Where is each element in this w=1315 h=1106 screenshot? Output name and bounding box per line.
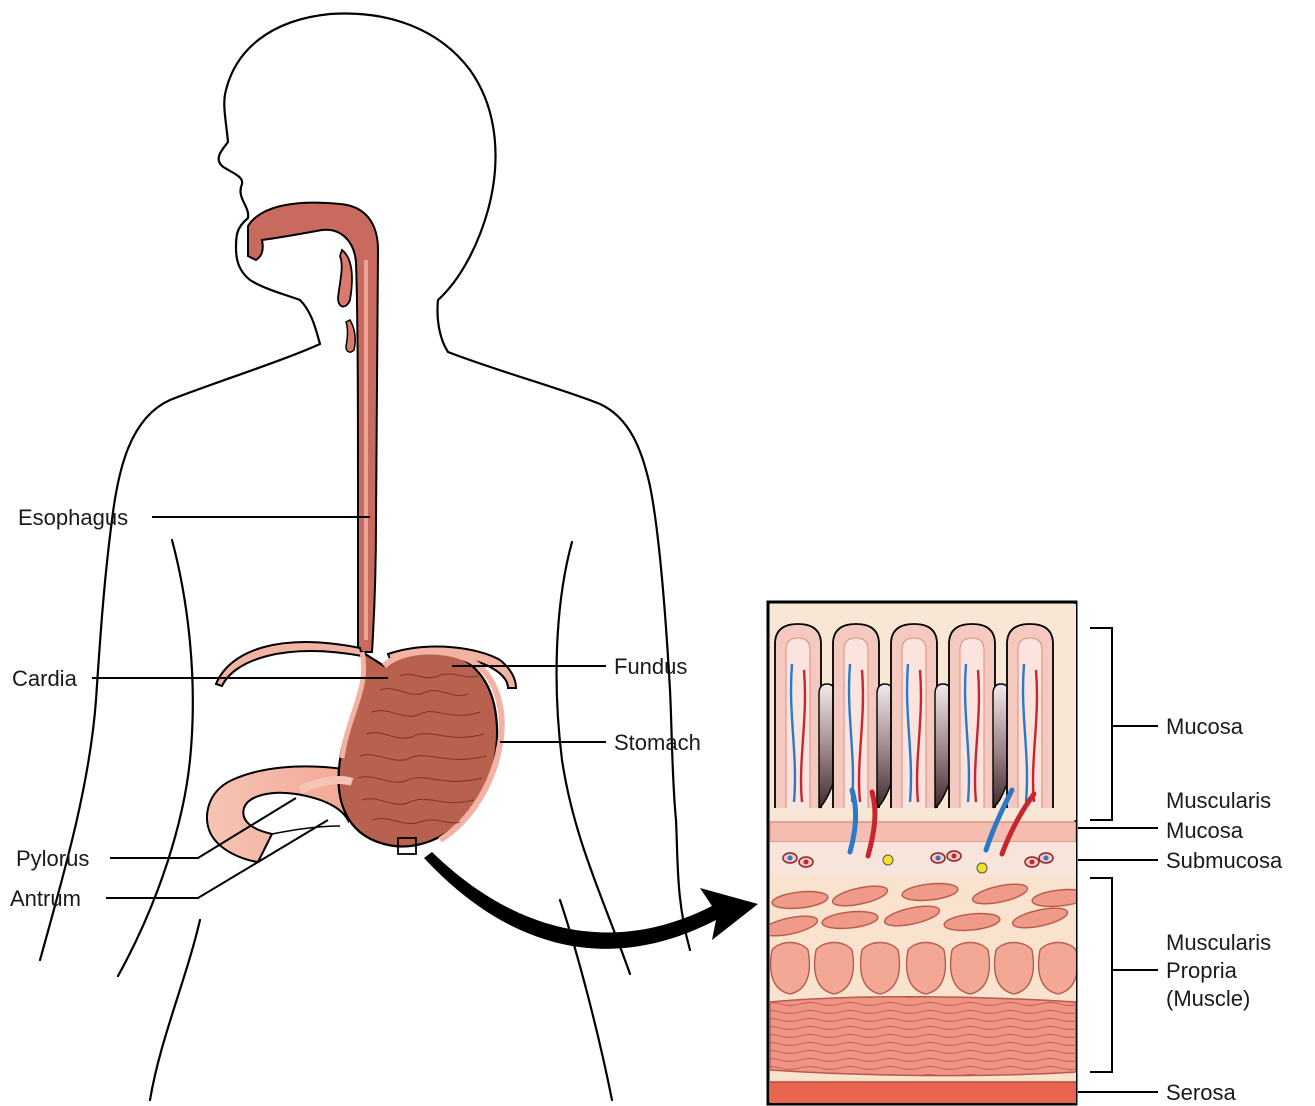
label-esophagus: Esophagus (18, 505, 128, 530)
label-muscularis-mucosa-2: Mucosa (1166, 818, 1244, 843)
muscularis-mucosa-band (770, 822, 1076, 842)
label-fundus: Fundus (614, 654, 687, 679)
label-muscularis-propria-2: Propria (1166, 958, 1238, 983)
villus-core (1018, 638, 1042, 808)
label-pylorus: Pylorus (16, 846, 89, 871)
leader-lines (92, 517, 606, 898)
label-serosa: Serosa (1166, 1080, 1236, 1105)
muscle-longitudinal-layer (770, 997, 1076, 1076)
label-mucosa: Mucosa (1166, 714, 1244, 739)
villus-core (902, 638, 926, 808)
mucosa-villi (775, 624, 1053, 808)
label-cardia: Cardia (12, 666, 78, 691)
villus-core (960, 638, 984, 808)
muscle-bundle (907, 943, 946, 995)
label-muscularis-propria-3: (Muscle) (1166, 986, 1250, 1011)
muscle-bundle (771, 943, 810, 995)
stomach (207, 650, 502, 862)
muscle-bundle (951, 943, 990, 995)
muscularis-propria-bracket (1090, 878, 1112, 1072)
label-muscularis-propria-1: Muscularis (1166, 930, 1271, 955)
villus-core (786, 638, 810, 808)
esophagus (248, 203, 378, 652)
muscle-bundle (815, 943, 854, 995)
labels: Esophagus Cardia Pylorus Antrum Fundus S… (10, 505, 1283, 1105)
label-submucosa: Submucosa (1166, 848, 1283, 873)
villus-core (844, 638, 868, 808)
layer-brackets (1078, 628, 1158, 1092)
muscle-bundle (995, 943, 1034, 995)
tissue-cross-section (761, 602, 1089, 1106)
muscle-bundle (861, 943, 900, 995)
label-stomach: Stomach (614, 730, 701, 755)
mucosa-bracket (1090, 628, 1112, 820)
label-muscularis-mucosa-1: Muscularis (1166, 788, 1271, 813)
serosa-band (770, 1082, 1076, 1106)
muscle-bundle (1039, 943, 1078, 995)
label-antrum: Antrum (10, 886, 81, 911)
